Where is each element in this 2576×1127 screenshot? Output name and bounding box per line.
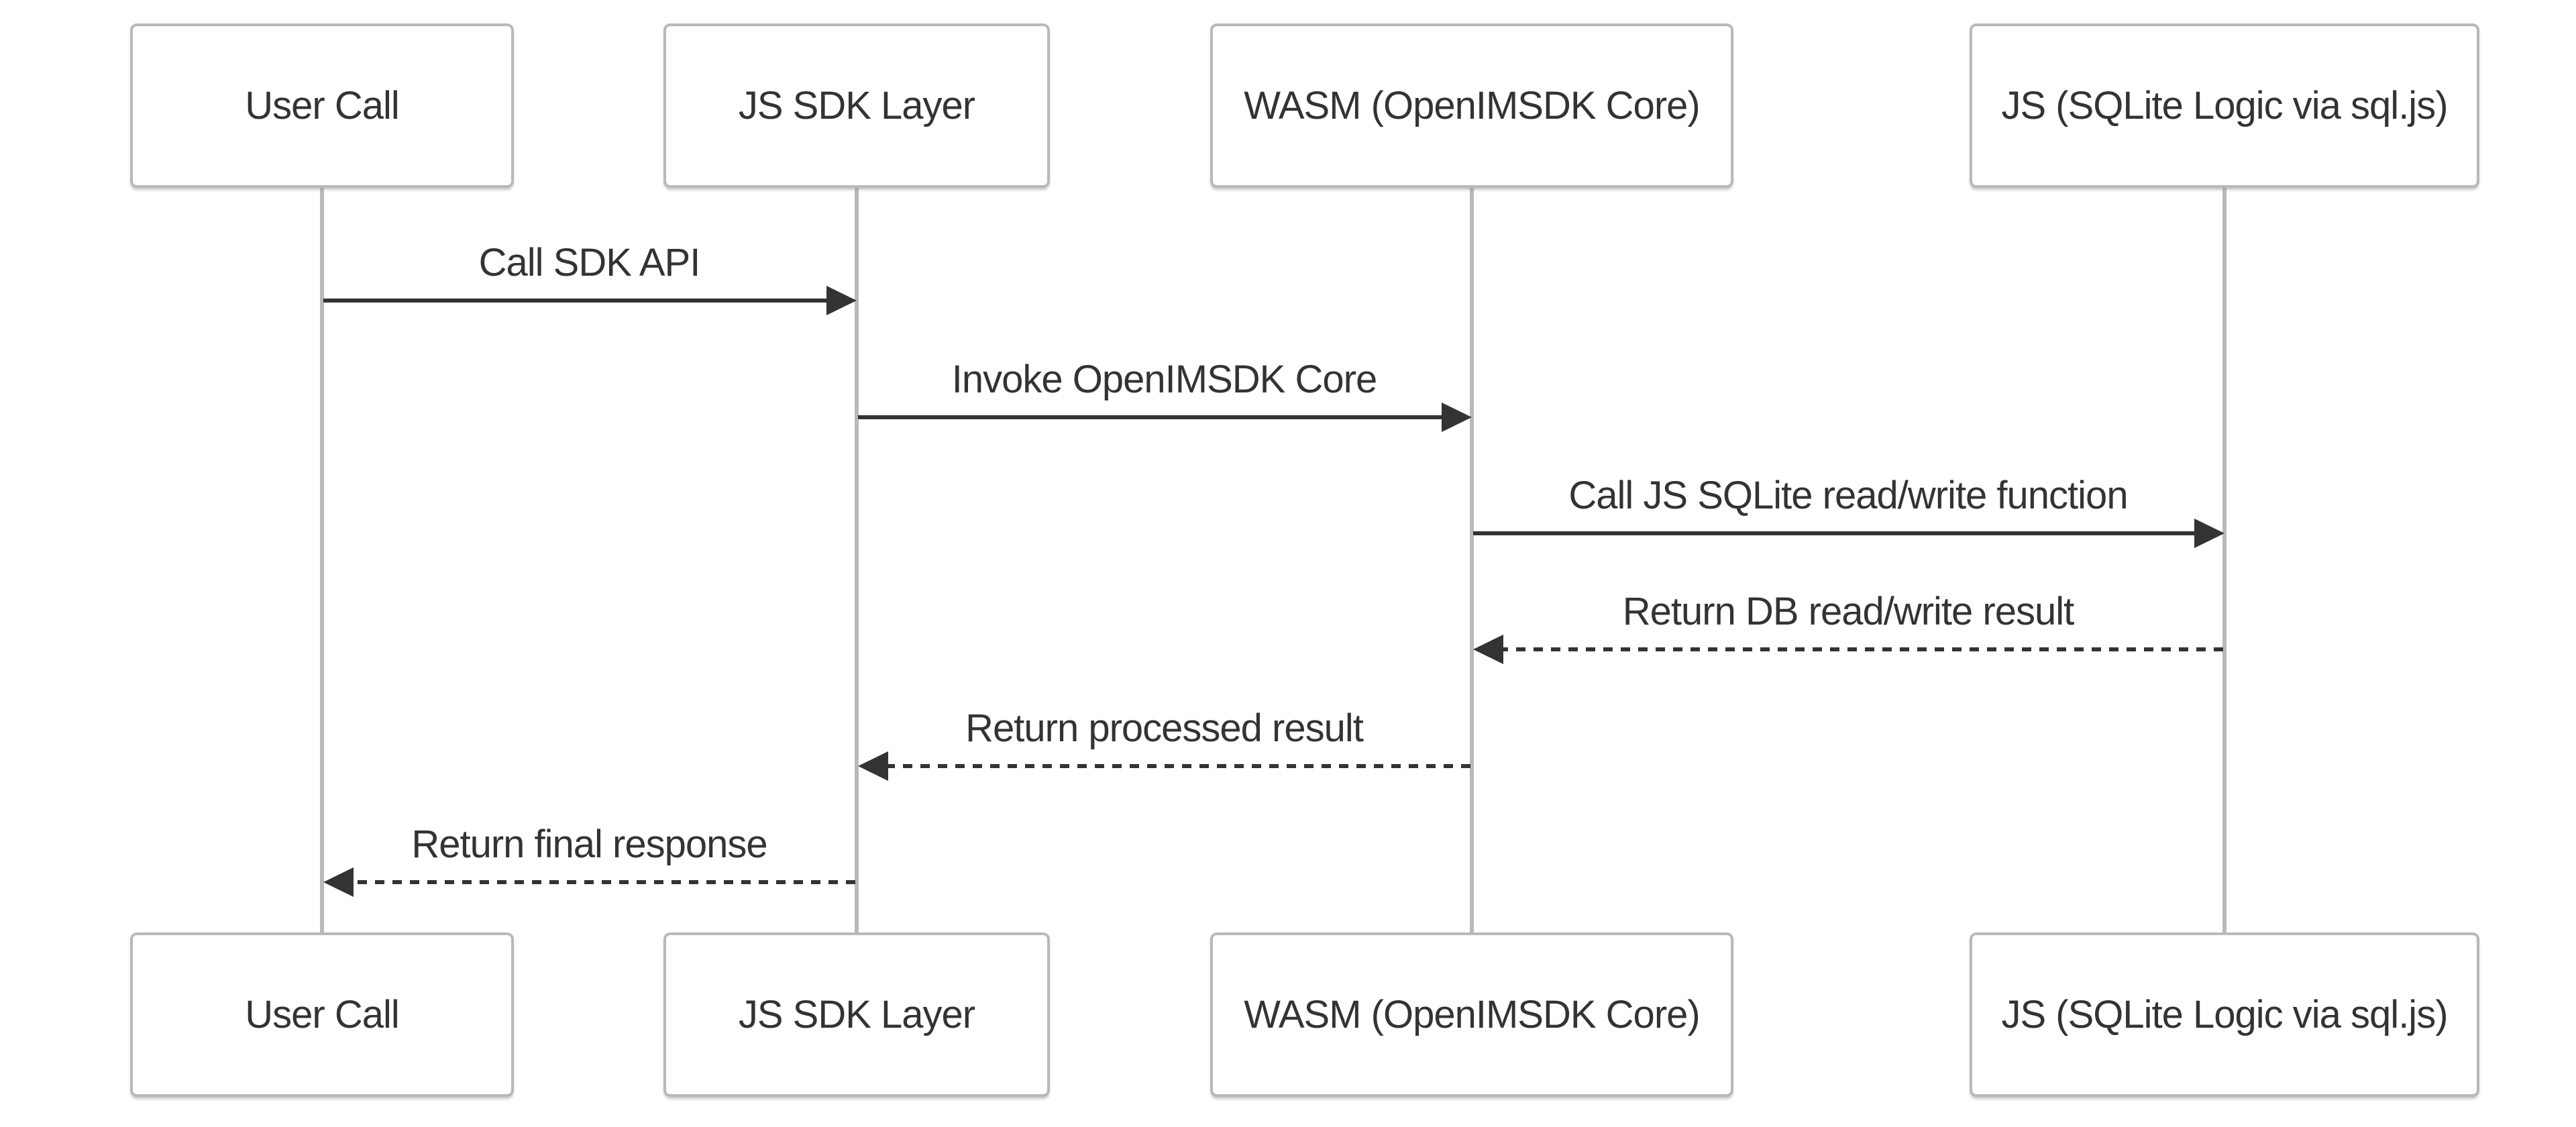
message-label-return-db-result: Return DB read/write result bbox=[1622, 590, 2074, 633]
message-label-call-sqlite: Call JS SQLite read/write function bbox=[1568, 474, 2128, 517]
actor-top-wasm-core: WASM (OpenIMSDK Core) bbox=[1210, 23, 1733, 188]
actor-top-user-call: User Call bbox=[130, 23, 514, 188]
message-label-return-final: Return final response bbox=[411, 822, 767, 866]
arrowhead-invoke-core bbox=[1442, 402, 1472, 432]
arrowhead-return-processed bbox=[858, 751, 888, 781]
lifeline-wasm-core bbox=[1470, 184, 1474, 936]
arrowhead-call-sdk-api bbox=[826, 286, 857, 315]
actor-top-js-sdk-layer: JS SDK Layer bbox=[663, 23, 1050, 188]
actor-top-js-sqlite: JS (SQLite Logic via sql.js) bbox=[1970, 23, 2479, 188]
lifeline-user-call bbox=[320, 184, 324, 936]
message-label-return-processed: Return processed result bbox=[965, 706, 1364, 750]
actor-label: JS (SQLite Logic via sql.js) bbox=[2001, 993, 2448, 1036]
actor-label: JS (SQLite Logic via sql.js) bbox=[2001, 84, 2448, 127]
actor-bottom-user-call: User Call bbox=[130, 932, 514, 1097]
arrowhead-return-final bbox=[323, 867, 354, 897]
actor-bottom-wasm-core: WASM (OpenIMSDK Core) bbox=[1210, 932, 1733, 1097]
actor-bottom-js-sqlite: JS (SQLite Logic via sql.js) bbox=[1970, 932, 2479, 1097]
lifeline-js-sdk-layer bbox=[855, 184, 859, 936]
actor-label: JS SDK Layer bbox=[738, 84, 975, 127]
message-label-invoke-core: Invoke OpenIMSDK Core bbox=[951, 358, 1377, 401]
actor-label: User Call bbox=[245, 993, 399, 1036]
actor-label: JS SDK Layer bbox=[738, 993, 975, 1036]
actor-bottom-js-sdk-layer: JS SDK Layer bbox=[663, 932, 1050, 1097]
message-label-call-sdk-api: Call SDK API bbox=[478, 241, 701, 284]
arrowhead-call-sqlite bbox=[2194, 519, 2224, 548]
arrowhead-return-db-result bbox=[1473, 635, 1503, 664]
lifeline-js-sqlite bbox=[2222, 184, 2226, 936]
actor-label: WASM (OpenIMSDK Core) bbox=[1244, 84, 1700, 127]
actor-label: User Call bbox=[245, 84, 399, 127]
actor-label: WASM (OpenIMSDK Core) bbox=[1244, 993, 1700, 1036]
